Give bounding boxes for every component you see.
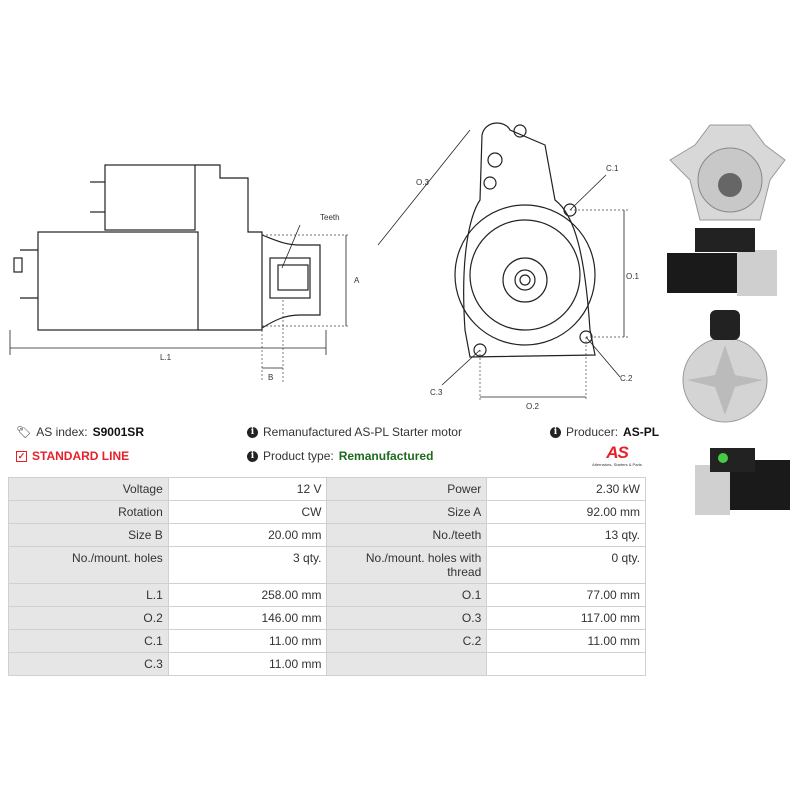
spec-value: 258.00 mm <box>167 583 328 607</box>
o1-label: O.1 <box>626 272 639 281</box>
spec-value <box>486 652 646 676</box>
spec-label: C.2 <box>326 629 488 653</box>
spec-value: 3 qty. <box>167 546 328 584</box>
spec-value: CW <box>167 500 328 524</box>
info-icon: i <box>247 450 258 462</box>
product-type-value: Remanufactured <box>338 449 434 463</box>
spec-label: O.3 <box>326 606 488 630</box>
spec-value: 11.00 mm <box>167 629 328 653</box>
spec-value: 2.30 kW <box>486 477 646 501</box>
as-index: 🏷 AS index: S9001SR <box>16 425 144 439</box>
info-icon: i <box>247 426 258 438</box>
o3-label: O.3 <box>416 178 429 187</box>
spec-label: C.1 <box>8 629 169 653</box>
spec-label: Size B <box>8 523 169 547</box>
spec-value: 77.00 mm <box>486 583 646 607</box>
spec-label: No./mount. holes <box>8 546 169 584</box>
as-index-value: S9001SR <box>92 425 144 439</box>
spec-label: C.3 <box>8 652 169 676</box>
photo-rear <box>682 310 768 423</box>
spec-value: 92.00 mm <box>486 500 646 524</box>
producer: i Producer: AS-PL <box>550 425 659 439</box>
producer-label: Producer: <box>566 425 619 439</box>
standard-line: ✓ STANDARD LINE <box>16 449 129 463</box>
spec-label: Voltage <box>8 477 169 501</box>
producer-value: AS-PL <box>623 425 660 439</box>
spec-label: L.1 <box>8 583 169 607</box>
as-pl-logo: AS Alternators, Starters & Parts <box>584 443 650 468</box>
product-photos <box>667 124 790 515</box>
tags-icon: 🏷 <box>16 425 32 439</box>
as-index-label: AS index: <box>36 425 88 439</box>
spec-label: Rotation <box>8 500 169 524</box>
photo-side <box>667 228 777 296</box>
description: i Remanufactured AS-PL Starter motor <box>247 425 462 439</box>
c2-label: C.2 <box>620 374 633 383</box>
spec-value: 146.00 mm <box>167 606 328 630</box>
teeth-label: Teeth <box>320 213 340 222</box>
size-a-label: A <box>354 276 360 285</box>
c1-label: C.1 <box>606 164 619 173</box>
spec-label: Size A <box>326 500 488 524</box>
spec-value: 13 qty. <box>486 523 646 547</box>
size-b-label: B <box>268 373 273 382</box>
logo-mark: AS <box>606 443 629 462</box>
spec-value: 0 qty. <box>486 546 646 584</box>
spec-label: Power <box>326 477 488 501</box>
info-icon: i <box>550 426 561 438</box>
spec-label <box>326 652 488 676</box>
checkbox-icon: ✓ <box>16 450 27 462</box>
side-view-drawing: Teeth A L.1 B <box>9 164 360 382</box>
spec-label: No./teeth <box>326 523 488 547</box>
spec-label: O.1 <box>326 583 488 607</box>
photo-angle <box>695 448 790 515</box>
photo-front <box>669 124 786 221</box>
l1-label: L.1 <box>160 353 172 362</box>
product-type-label: Product type: <box>263 449 334 463</box>
spec-value: 12 V <box>167 477 328 501</box>
spec-label: O.2 <box>8 606 169 630</box>
spec-label: No./mount. holes with thread <box>326 546 488 584</box>
spec-value: 11.00 mm <box>167 652 328 676</box>
line-label: STANDARD LINE <box>32 449 130 463</box>
logo-tagline: Alternators, Starters & Parts <box>592 462 642 467</box>
spec-value: 117.00 mm <box>486 606 646 630</box>
product-type: i Product type: Remanufactured <box>247 449 433 463</box>
front-view-drawing: O.3 C.1 O.1 C.2 C.3 O.2 <box>377 122 639 411</box>
o2-label: O.2 <box>526 402 539 411</box>
spec-value: 11.00 mm <box>486 629 646 653</box>
c3-label: C.3 <box>430 388 443 397</box>
description-text: Remanufactured AS-PL Starter motor <box>263 425 462 439</box>
spec-value: 20.00 mm <box>167 523 328 547</box>
